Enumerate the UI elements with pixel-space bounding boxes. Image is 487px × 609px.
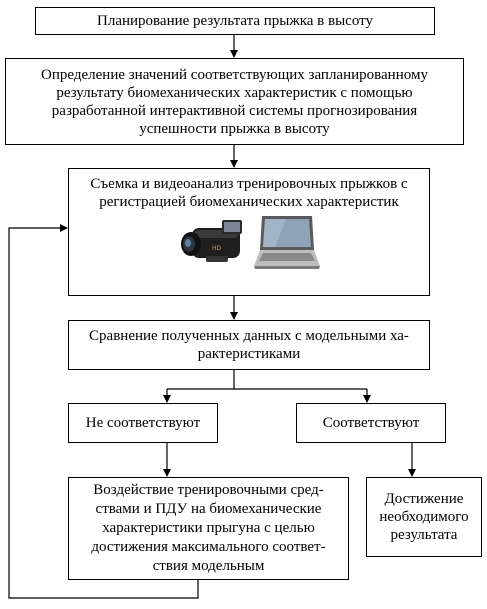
match-text: Соответствуют xyxy=(322,415,420,431)
define-text: Определение значений соответствующих зап… xyxy=(41,66,428,137)
filming-box: Съемка и видеоанализ тренировочных прыжк… xyxy=(68,168,430,296)
define-box: Определение значений соответствующих зап… xyxy=(5,58,464,145)
impact-box: Воздействие тренировочными сред-ствами и… xyxy=(68,477,349,580)
compare-box: Сравнение полученных данных с модельными… xyxy=(68,320,430,370)
compare-text: Сравнение полученных данных с модельными… xyxy=(89,328,409,362)
not-match-text: Не соответствуют xyxy=(85,415,201,431)
equipment-illustration: HD xyxy=(181,216,320,269)
not-match-box: Не соответствуют xyxy=(68,403,218,443)
plan-text: Планирование результата прыжка в высоту xyxy=(97,13,373,29)
impact-text: Воздействие тренировочными сред-ствами и… xyxy=(91,482,326,574)
video-camera-icon: HD xyxy=(181,220,242,262)
feedback-loop-arrow xyxy=(8,224,199,599)
result-box: Достижение необходимого результата xyxy=(366,477,482,557)
match-box: Соответствуют xyxy=(296,403,446,443)
plan-box: Планирование результата прыжка в высоту xyxy=(35,7,435,35)
laptop-icon xyxy=(254,216,320,269)
result-text: Достижение необходимого результата xyxy=(379,491,469,543)
filming-text: Съемка и видеоанализ тренировочных прыжк… xyxy=(90,176,408,210)
svg-text:HD: HD xyxy=(212,245,222,252)
